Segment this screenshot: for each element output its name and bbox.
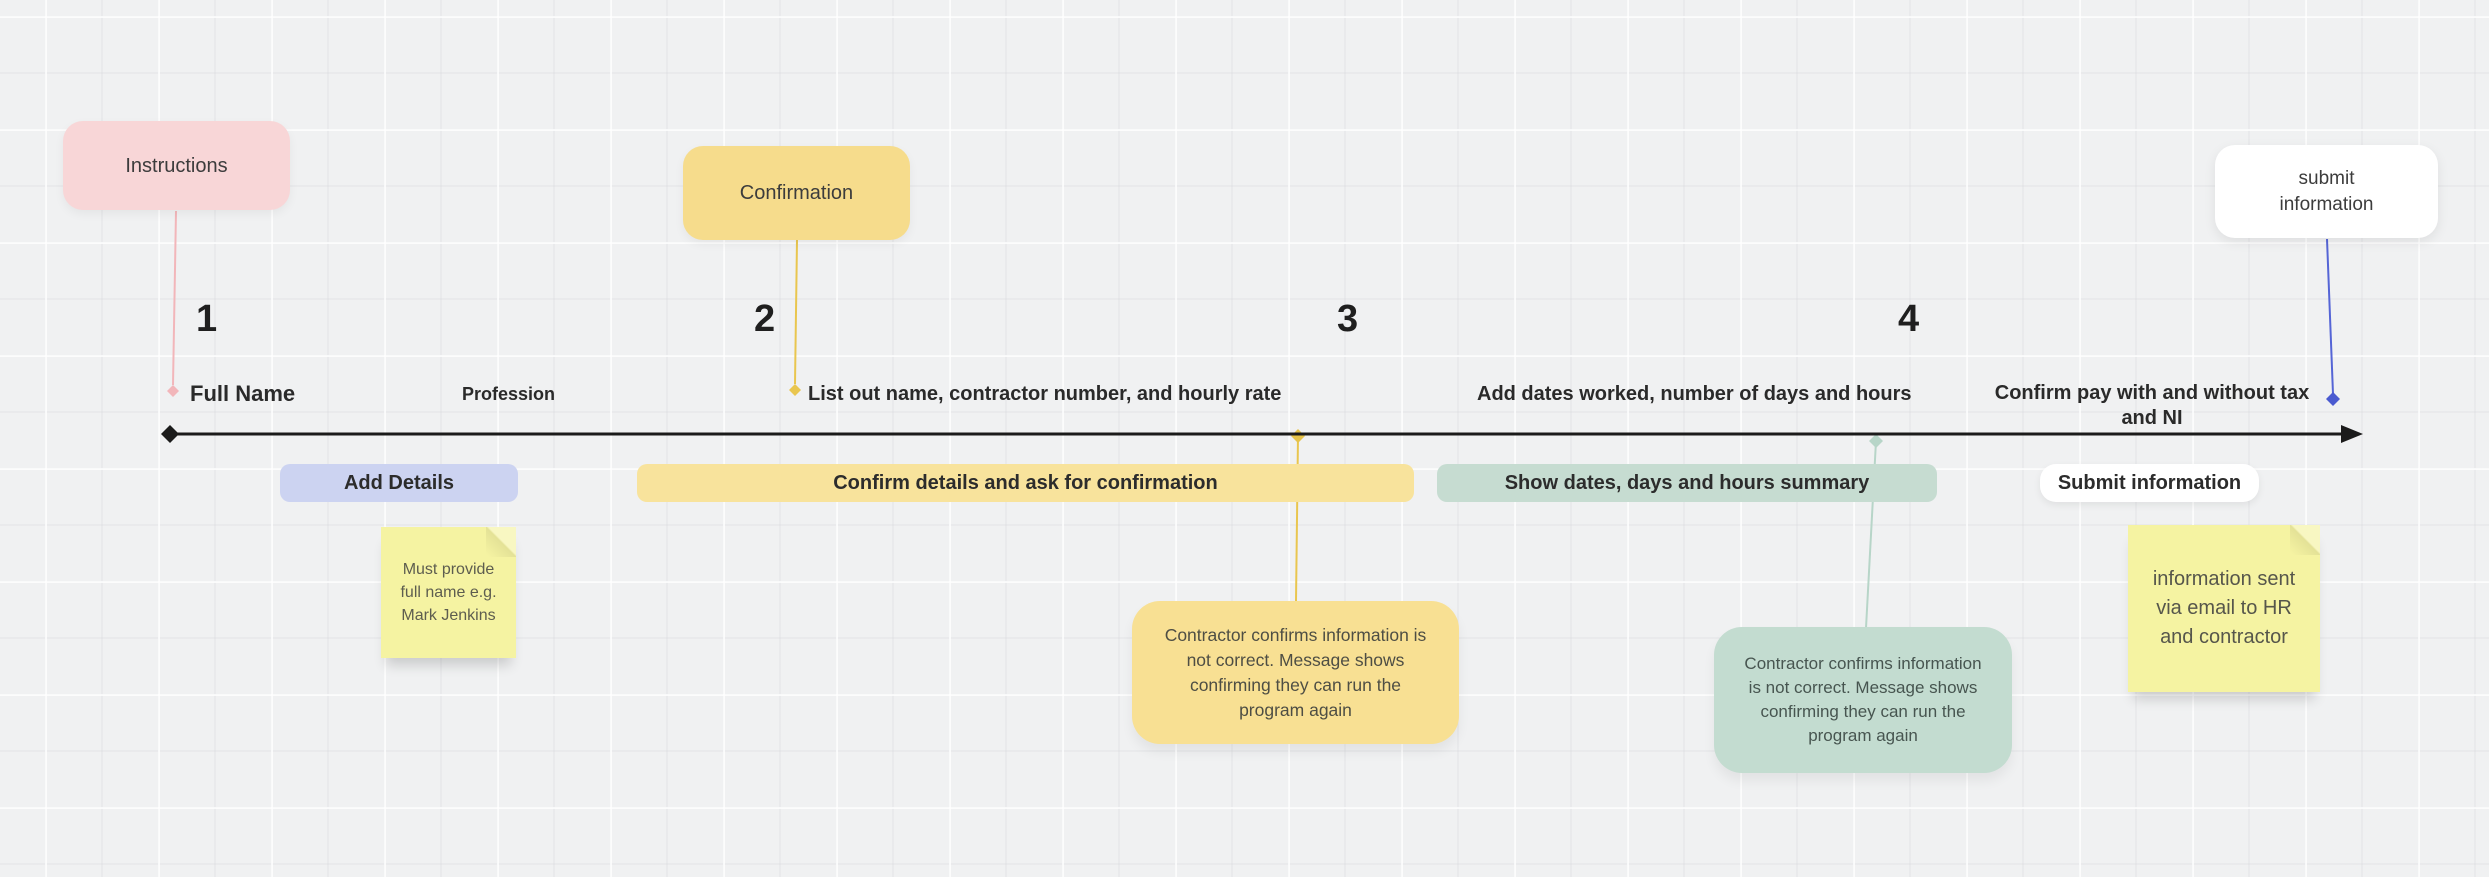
card-confirmation[interactable]: Confirmation: [683, 146, 910, 240]
timeline-arrow[interactable]: [161, 425, 2363, 443]
milestone-label-profession[interactable]: Profession: [462, 384, 556, 404]
pill-show-dates-label: Show dates, days and hours summary: [1504, 471, 1870, 494]
card-instructions[interactable]: Instructions: [63, 121, 290, 210]
card-submit-information-label: submit information: [2279, 167, 2374, 215]
pill-confirm-details-label: Confirm details and ask for confirmation: [833, 471, 1218, 494]
sticky-note-email[interactable]: information sent via email to HR and con…: [2128, 525, 2320, 692]
pill-submit-information-label: Submit information: [2057, 471, 2242, 494]
milestone-label-full-name[interactable]: Full Name: [190, 381, 296, 406]
note-contractor-confirms-green-text: Contractor confirms information is not c…: [1744, 654, 1982, 745]
pill-add-details-label: Add Details: [343, 471, 455, 494]
note-contractor-confirms-yellow-text: Contractor confirms information is not c…: [1164, 624, 1427, 720]
step-number-2[interactable]: 2: [754, 298, 775, 340]
step-number-1[interactable]: 1: [196, 298, 217, 340]
note-contractor-confirms-green[interactable]: Contractor confirms information is not c…: [1714, 627, 2012, 773]
pill-show-dates[interactable]: Show dates, days and hours summary: [1437, 464, 1937, 502]
step-number-4[interactable]: 4: [1898, 298, 1919, 340]
pink-connector[interactable]: [167, 210, 179, 397]
milestone-label-confirm-pay[interactable]: Confirm pay with and without tax and NI: [1994, 382, 2310, 429]
sticky-note-full-name[interactable]: Must provide full name e.g. Mark Jenkins: [381, 527, 516, 658]
submit-connector[interactable]: [2326, 238, 2340, 406]
yellow-note-connector[interactable]: [1291, 429, 1305, 602]
sticky-note-email-text: information sent via email to HR and con…: [2152, 568, 2296, 648]
milestone-label-list-out[interactable]: List out name, contractor number, and ho…: [808, 383, 1282, 405]
pill-add-details[interactable]: Add Details: [280, 464, 518, 502]
sticky-note-full-name-text: Must provide full name e.g. Mark Jenkins: [400, 561, 497, 624]
pill-confirm-details[interactable]: Confirm details and ask for confirmation: [637, 464, 1414, 502]
confirmation-connector[interactable]: [789, 239, 801, 396]
pill-submit-information[interactable]: Submit information: [2040, 464, 2259, 502]
step-number-3[interactable]: 3: [1337, 298, 1358, 340]
card-confirmation-label: Confirmation: [739, 182, 854, 204]
card-instructions-label: Instructions: [125, 154, 228, 177]
card-submit-information[interactable]: submit information: [2215, 145, 2438, 238]
note-contractor-confirms-yellow[interactable]: Contractor confirms information is not c…: [1132, 601, 1459, 744]
milestone-label-add-dates[interactable]: Add dates worked, number of days and hou…: [1477, 383, 1912, 405]
